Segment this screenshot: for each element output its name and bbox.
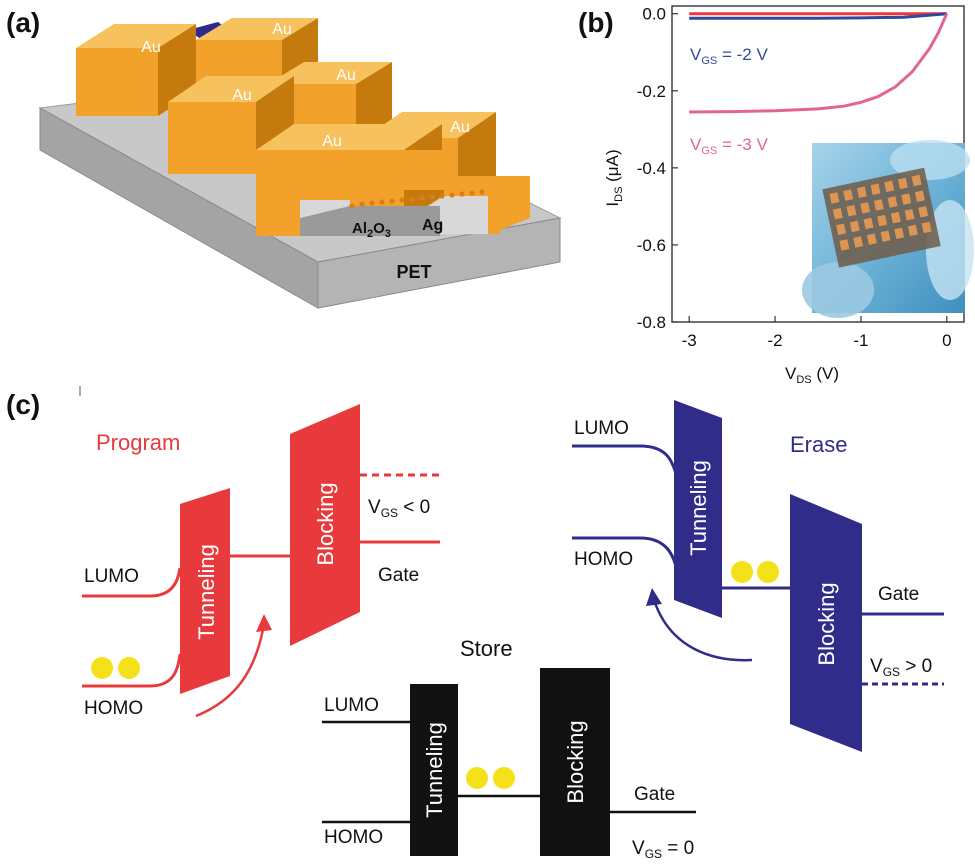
electron	[91, 657, 113, 679]
erase-arrowhead	[646, 588, 662, 606]
store-tunneling-barrier	[410, 684, 458, 856]
panel-c-label: (c)	[6, 389, 40, 420]
erase-arrow	[652, 599, 753, 662]
y-tick-label: -0.6	[637, 236, 666, 255]
program-homo-level	[82, 653, 182, 688]
panel-a-label: (a)	[6, 7, 40, 38]
program-lumo-label: LUMO	[84, 566, 139, 587]
series-line-2	[689, 13, 949, 114]
inset-photo	[802, 140, 974, 318]
store-diagram: Store LUMO HOMO Tunneling Blocking Gate …	[322, 636, 696, 861]
store-homo-label: HOMO	[324, 827, 383, 848]
program-blocking-barrier	[290, 404, 360, 646]
svg-text:Au: Au	[336, 67, 356, 84]
electron	[731, 561, 753, 583]
erase-vgs-label: VGS > 0	[870, 656, 932, 679]
svg-text:Au: Au	[232, 87, 252, 104]
al2o3-label: Al2O3	[352, 220, 391, 240]
electron	[493, 767, 515, 789]
electron	[466, 767, 488, 789]
program-lumo-level	[82, 567, 182, 598]
panel-a: (a) PET Au Au	[6, 7, 562, 309]
erase-tunneling-barrier	[674, 400, 722, 618]
program-diagram: Program LUMO HOMO Tunneling Blocking Gat…	[82, 404, 440, 719]
store-blocking-label: Blocking	[563, 720, 588, 803]
program-tunneling-barrier	[180, 488, 230, 694]
x-tick-label: -1	[853, 331, 868, 350]
program-vgs-label: VGS < 0	[368, 497, 430, 520]
svg-text:Au: Au	[450, 119, 470, 136]
program-tunneling-label: Tunneling	[194, 544, 219, 640]
x-tick-label: -3	[682, 331, 697, 350]
erase-lumo-level	[572, 444, 678, 475]
panel-b: (b) 0.0 -0.2 -0.4 -0.6 -0.8 -3 -2 -1 0	[578, 5, 974, 386]
program-arrow	[195, 623, 266, 718]
y-tick-label: -0.2	[637, 82, 666, 101]
series-line-1	[689, 12, 947, 20]
x-tick-label: -2	[767, 331, 782, 350]
au-front-electrode: Au	[256, 124, 530, 236]
electron	[757, 561, 779, 583]
panel-c: (c) Program LUMO HOMO Tunneling Blocking…	[6, 386, 944, 861]
y-axis: 0.0 -0.2 -0.4 -0.6 -0.8	[637, 5, 678, 332]
svg-text:Au: Au	[272, 21, 292, 38]
vgs-minus2-label: VGS = -2 V	[690, 45, 768, 67]
erase-tunneling-label: Tunneling	[686, 460, 711, 556]
svg-text:Au: Au	[141, 39, 161, 56]
erase-title: Erase	[790, 432, 847, 457]
panel-b-label: (b)	[578, 7, 614, 38]
electron	[118, 657, 140, 679]
pet-label: PET	[396, 262, 431, 282]
ag-label: Ag	[422, 217, 443, 234]
program-arrowhead	[256, 614, 272, 632]
erase-diagram: Erase LUMO HOMO Tunneling Blocking Gate …	[572, 400, 944, 752]
store-lumo-label: LUMO	[324, 695, 379, 716]
ag-nanoparticles	[349, 189, 485, 209]
y-tick-label: -0.4	[637, 159, 666, 178]
erase-blocking-barrier	[790, 494, 862, 752]
x-tick-label: 0	[942, 331, 951, 350]
store-gate-label: Gate	[634, 784, 675, 805]
series-group	[689, 12, 949, 114]
erase-blocking-label: Blocking	[814, 582, 839, 665]
erase-lumo-label: LUMO	[574, 418, 629, 439]
store-blocking-barrier	[540, 668, 610, 856]
erase-homo-label: HOMO	[574, 549, 633, 570]
vgs-minus3-label: VGS = -3 V	[690, 135, 768, 157]
program-blocking-label: Blocking	[313, 482, 338, 565]
program-homo-label: HOMO	[84, 698, 143, 719]
store-vgs-label: VGS = 0	[632, 838, 694, 861]
al2o3-layer	[300, 206, 440, 236]
x-axis-label: VDS (V)	[785, 364, 839, 386]
iv-chart: 0.0 -0.2 -0.4 -0.6 -0.8 -3 -2 -1 0	[603, 5, 974, 386]
store-title: Store	[460, 636, 513, 661]
erase-gate-label: Gate	[878, 584, 919, 605]
program-title: Program	[96, 430, 180, 455]
store-tunneling-label: Tunneling	[422, 722, 447, 818]
y-tick-label: -0.8	[637, 313, 666, 332]
program-gate-label: Gate	[378, 565, 419, 586]
y-axis-label: IDS (μA)	[603, 149, 625, 206]
svg-text:Au: Au	[322, 133, 342, 150]
x-axis: -3 -2 -1 0	[682, 316, 952, 350]
y-tick-label: 0.0	[642, 5, 666, 24]
